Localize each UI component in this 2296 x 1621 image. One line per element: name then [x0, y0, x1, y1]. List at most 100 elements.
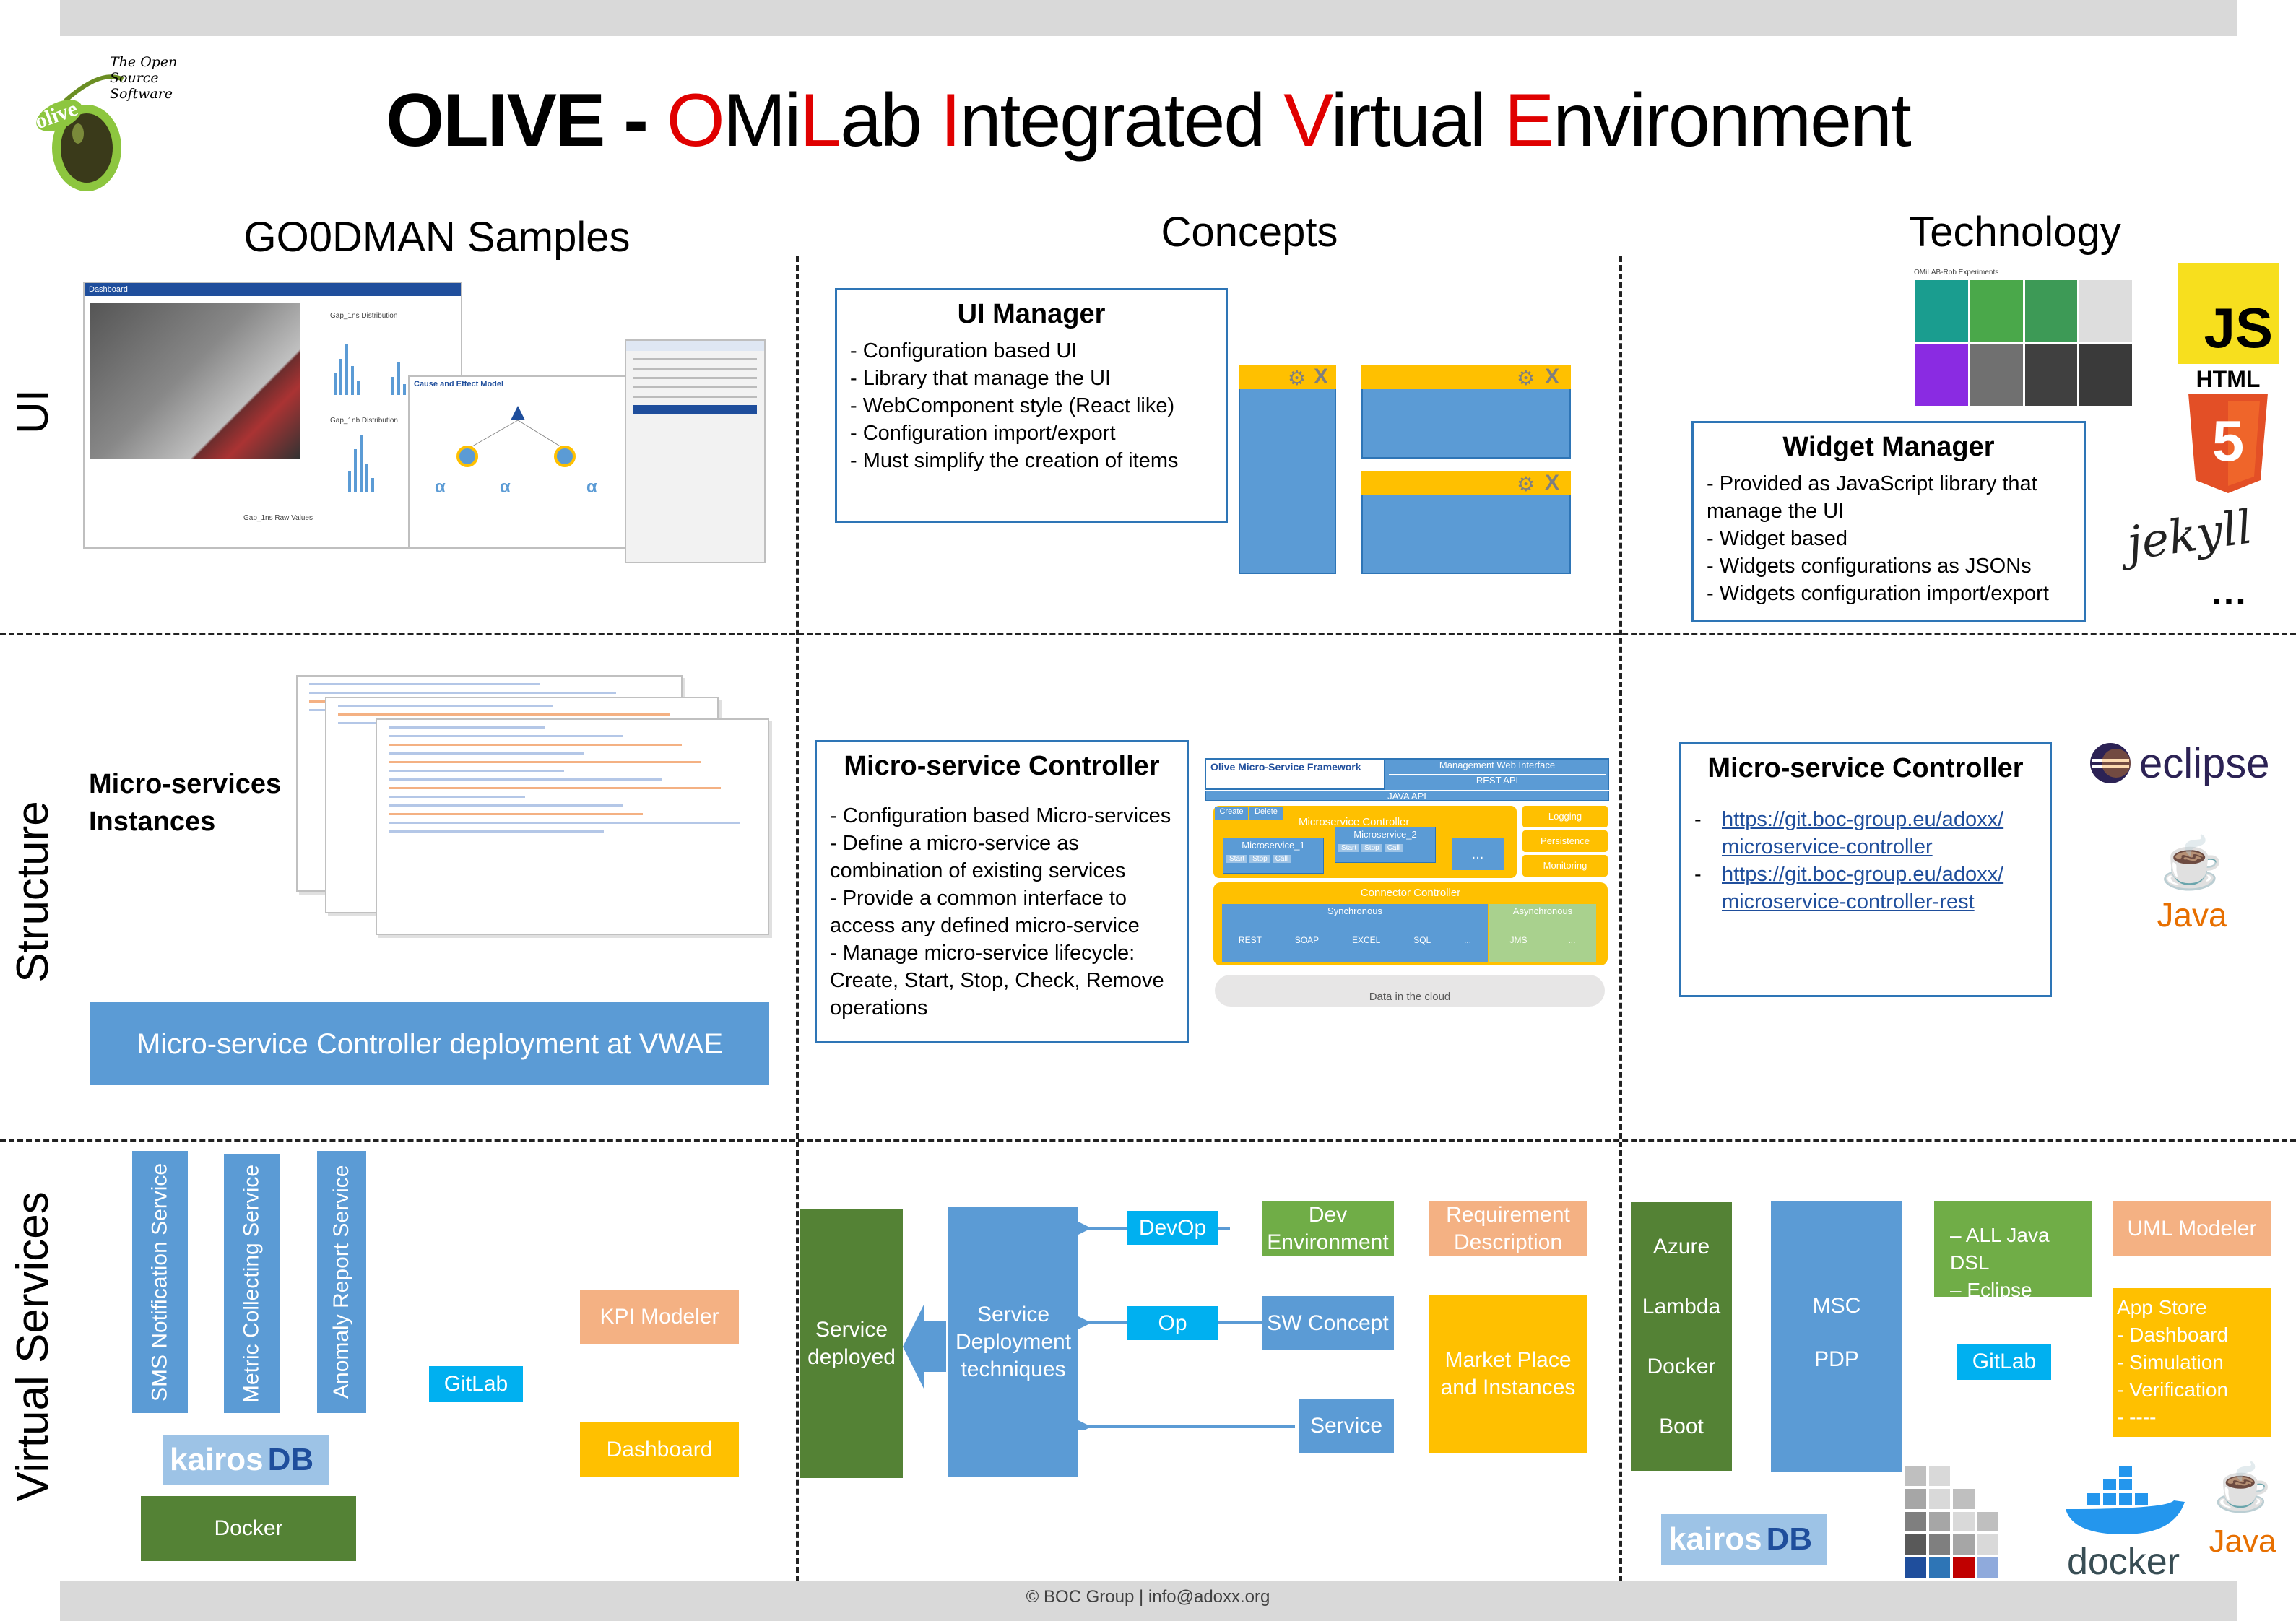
- divider-horizontal-2: [0, 1139, 2296, 1142]
- java-dsl-box: – ALL Java DSL – Eclipse: [1934, 1201, 2092, 1301]
- service-box: Service: [1299, 1399, 1394, 1453]
- uml-modeler-box: UML Modeler: [2113, 1201, 2271, 1256]
- op-box: Op: [1127, 1306, 1218, 1340]
- title-l: L: [800, 79, 841, 162]
- protocol-async-more: ...: [1568, 935, 1576, 945]
- widget-manager-box: Widget Manager - Provided as JavaScript …: [1691, 421, 2086, 622]
- column-header-samples: GO0DMAN Samples: [243, 214, 631, 261]
- svg-text:α: α: [500, 477, 511, 497]
- mgmt-interface: Management Web Interface: [1439, 760, 1556, 770]
- json-code-page: [376, 718, 769, 935]
- title-ab: ab: [840, 79, 940, 162]
- microservice-tech-box: Micro-service Controller -https://git.bo…: [1679, 742, 2052, 997]
- app-store-item: - Simulation: [2117, 1351, 2224, 1373]
- deployment-techniques-box: Service Deployment techniques: [948, 1207, 1078, 1477]
- title-nvironment: nvironment: [1553, 79, 1911, 162]
- microservice-concept-item: - Provide a common interface to access a…: [830, 887, 1140, 937]
- java-logo: ☕ Java: [2149, 830, 2235, 953]
- async-block: Asynchronous JMS...: [1489, 904, 1596, 962]
- start-button: Start: [1338, 844, 1360, 852]
- chart-gap2-label: Gap_1nb Distribution: [330, 417, 398, 425]
- title-o: O: [666, 79, 725, 162]
- stop-button: Stop: [1361, 844, 1382, 852]
- app-store-box: App Store - Dashboard - Simulation - Ver…: [2113, 1288, 2271, 1437]
- repo-link-controller-rest[interactable]: https://git.boc-group.eu/adoxx/microserv…: [1722, 863, 2004, 913]
- js-logo: JS: [2178, 263, 2279, 364]
- delete-button: Delete: [1249, 807, 1283, 820]
- sms-notification-service: SMS Notification Service: [132, 1151, 188, 1413]
- html5-number: 5: [2211, 409, 2245, 473]
- docker-box: Docker: [141, 1496, 356, 1561]
- svg-text:α: α: [586, 477, 597, 497]
- left-arrow-icon: [903, 1303, 946, 1390]
- instances-label: Micro-services Instances: [89, 769, 282, 837]
- ui-manager-list: - Configuration based UI - Library that …: [850, 337, 1213, 474]
- close-icon: X: [1545, 365, 1560, 388]
- close-icon: X: [1545, 471, 1560, 495]
- widget-manager-item: - Provided as JavaScript library that ma…: [1707, 472, 2037, 523]
- gitlab-box-tech: GitLab: [1957, 1344, 2051, 1380]
- microservice-2-label: Microservice_2: [1353, 829, 1417, 840]
- ui-layout-mockup: ⚙ X ⚙ X ⚙ X: [1239, 365, 1571, 574]
- msc-label: MSC: [1812, 1294, 1861, 1318]
- gear-icon: ⚙: [1517, 473, 1535, 495]
- rest-api-bar: REST API: [1389, 774, 1606, 786]
- top-bar: [60, 0, 2237, 36]
- coffee-cup-icon: ☕: [2160, 835, 2224, 891]
- connector-label: Connector Controller: [1360, 887, 1461, 899]
- framework-name: Olive Micro-Service Framework: [1205, 758, 1385, 790]
- link-row: -https://git.boc-group.eu/adoxx/microser…: [1694, 806, 2037, 861]
- java-dsl-item: – ALL Java DSL: [1950, 1224, 2050, 1274]
- microservice-concept-item: - Define a micro-service as combination …: [830, 832, 1126, 882]
- create-button: Create: [1215, 807, 1248, 820]
- divider-vertical-1: [796, 256, 799, 1581]
- html5-logo: 5: [2185, 394, 2271, 495]
- distribution-chart-2: [348, 435, 374, 492]
- widget-manager-list: - Provided as JavaScript library that ma…: [1707, 470, 2071, 607]
- title-i: I: [940, 79, 961, 162]
- dashboard-titlebar: Dashboard: [85, 283, 461, 296]
- ui-manager-title: UI Manager: [957, 299, 1106, 329]
- java-dsl-item: – Eclipse: [1950, 1279, 2032, 1301]
- ui-manager-item: - Configuration import/export: [850, 422, 1116, 445]
- title-ntegrated: ntegrated: [959, 79, 1284, 162]
- divider-vertical-2: [1619, 256, 1622, 1581]
- eclipse-logo: eclipse: [2089, 738, 2284, 788]
- framework-diagram: Olive Micro-Service Framework Management…: [1205, 758, 1609, 1014]
- microservice-concept-title: Micro-service Controller: [844, 751, 1160, 781]
- app-store-item: - Verification: [2117, 1378, 2229, 1401]
- microservice-concept-item: - Manage micro-service lifecycle: Create…: [830, 942, 1164, 1020]
- pdp-label: PDP: [1814, 1347, 1859, 1371]
- repo-link-controller[interactable]: https://git.boc-group.eu/adoxx/microserv…: [1722, 808, 2004, 859]
- row-label-structure: Structure: [8, 801, 58, 983]
- kairos-text: kairos: [1668, 1521, 1762, 1557]
- stop-button: Stop: [1249, 855, 1270, 863]
- kairos-text: kairos: [170, 1442, 264, 1477]
- ui-manager-item: - Configuration based UI: [850, 339, 1078, 362]
- platform-azure: Azure: [1652, 1234, 1710, 1259]
- column-header-concepts: Concepts: [1161, 209, 1338, 256]
- ui-manager-box: UI Manager - Configuration based UI - Li…: [835, 288, 1228, 523]
- row-label-virtual-services: Virtual Services: [8, 1191, 58, 1502]
- cloud-label: Data in the cloud: [1369, 991, 1451, 1003]
- microservice-tech-title: Micro-service Controller: [1707, 753, 2024, 783]
- microservice-concept-list: - Configuration based Micro-services - D…: [830, 802, 1174, 1022]
- widget-manager-item: - Widgets configurations as JSONs: [1707, 555, 2032, 578]
- row-label-ui: UI: [8, 389, 58, 434]
- jekyll-logo: jekyll: [2123, 500, 2256, 571]
- metric-collecting-service: Metric Collecting Service: [224, 1154, 280, 1413]
- msc-pdp-box: MSC PDP: [1771, 1201, 1902, 1472]
- cloud-shape: [1215, 975, 1605, 1007]
- kairos-db-text: DB: [1766, 1521, 1813, 1557]
- service-deployed-box: Service deployed: [800, 1209, 903, 1478]
- app-store-item: - Dashboard: [2117, 1324, 2229, 1346]
- docker-text: docker: [2066, 1541, 2180, 1583]
- java-text: Java: [2157, 896, 2227, 934]
- properties-panel-screenshot: [625, 339, 766, 563]
- html-label: HTML: [2196, 366, 2261, 392]
- dashboard-screenshot: Dashboard Gap_1ns Distribution Gap_1nb D…: [83, 282, 462, 549]
